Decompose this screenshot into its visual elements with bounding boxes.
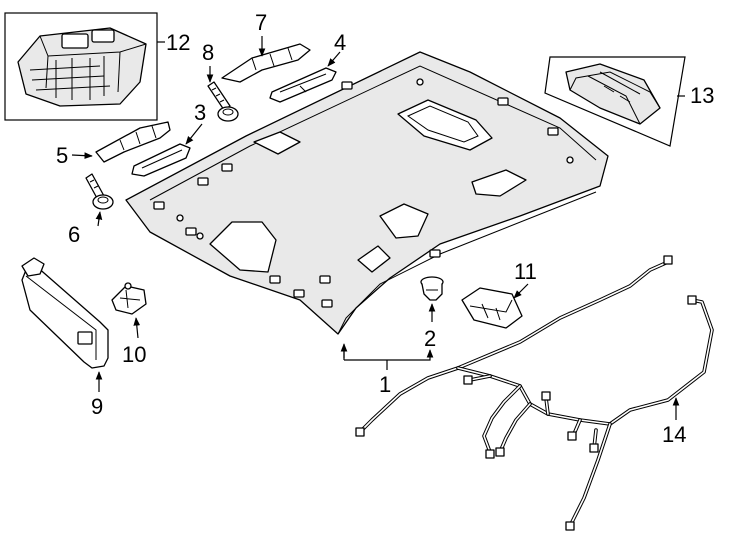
callout-5: 5 <box>56 143 68 168</box>
callout-2: 2 <box>424 326 436 351</box>
callout-7: 7 <box>255 10 267 35</box>
handle-part-3: 3 <box>131 100 206 177</box>
bracket-part-7: 7 <box>221 10 311 83</box>
visor-holder-part-10: 10 <box>111 282 147 367</box>
bracket-part-5: 5 <box>56 121 171 168</box>
wire-harness-part-14: 14 <box>355 255 714 531</box>
callout-13: 13 <box>690 83 714 108</box>
grip-base-part-11: 11 <box>461 259 537 329</box>
headliner-part-1: 1 <box>125 51 609 397</box>
callout-8: 8 <box>202 40 214 65</box>
callout-9: 9 <box>91 394 103 419</box>
screw-part-8: 8 <box>202 40 239 122</box>
callout-14: 14 <box>662 422 686 447</box>
callout-10: 10 <box>122 342 146 367</box>
callout-1: 1 <box>379 372 391 397</box>
overhead-console-part-12: 12 <box>4 12 190 121</box>
callout-11: 11 <box>514 259 537 284</box>
callout-12: 12 <box>166 30 190 55</box>
map-lamp-part-13: 13 <box>544 56 714 147</box>
callout-3: 3 <box>194 100 206 125</box>
clip-part-2: 2 <box>420 276 444 351</box>
callout-4: 4 <box>334 30 346 55</box>
handle-part-4: 4 <box>269 30 346 103</box>
callout-6: 6 <box>68 222 80 247</box>
screw-part-6: 6 <box>68 173 114 247</box>
sun-visor-part-9: 9 <box>21 257 109 419</box>
